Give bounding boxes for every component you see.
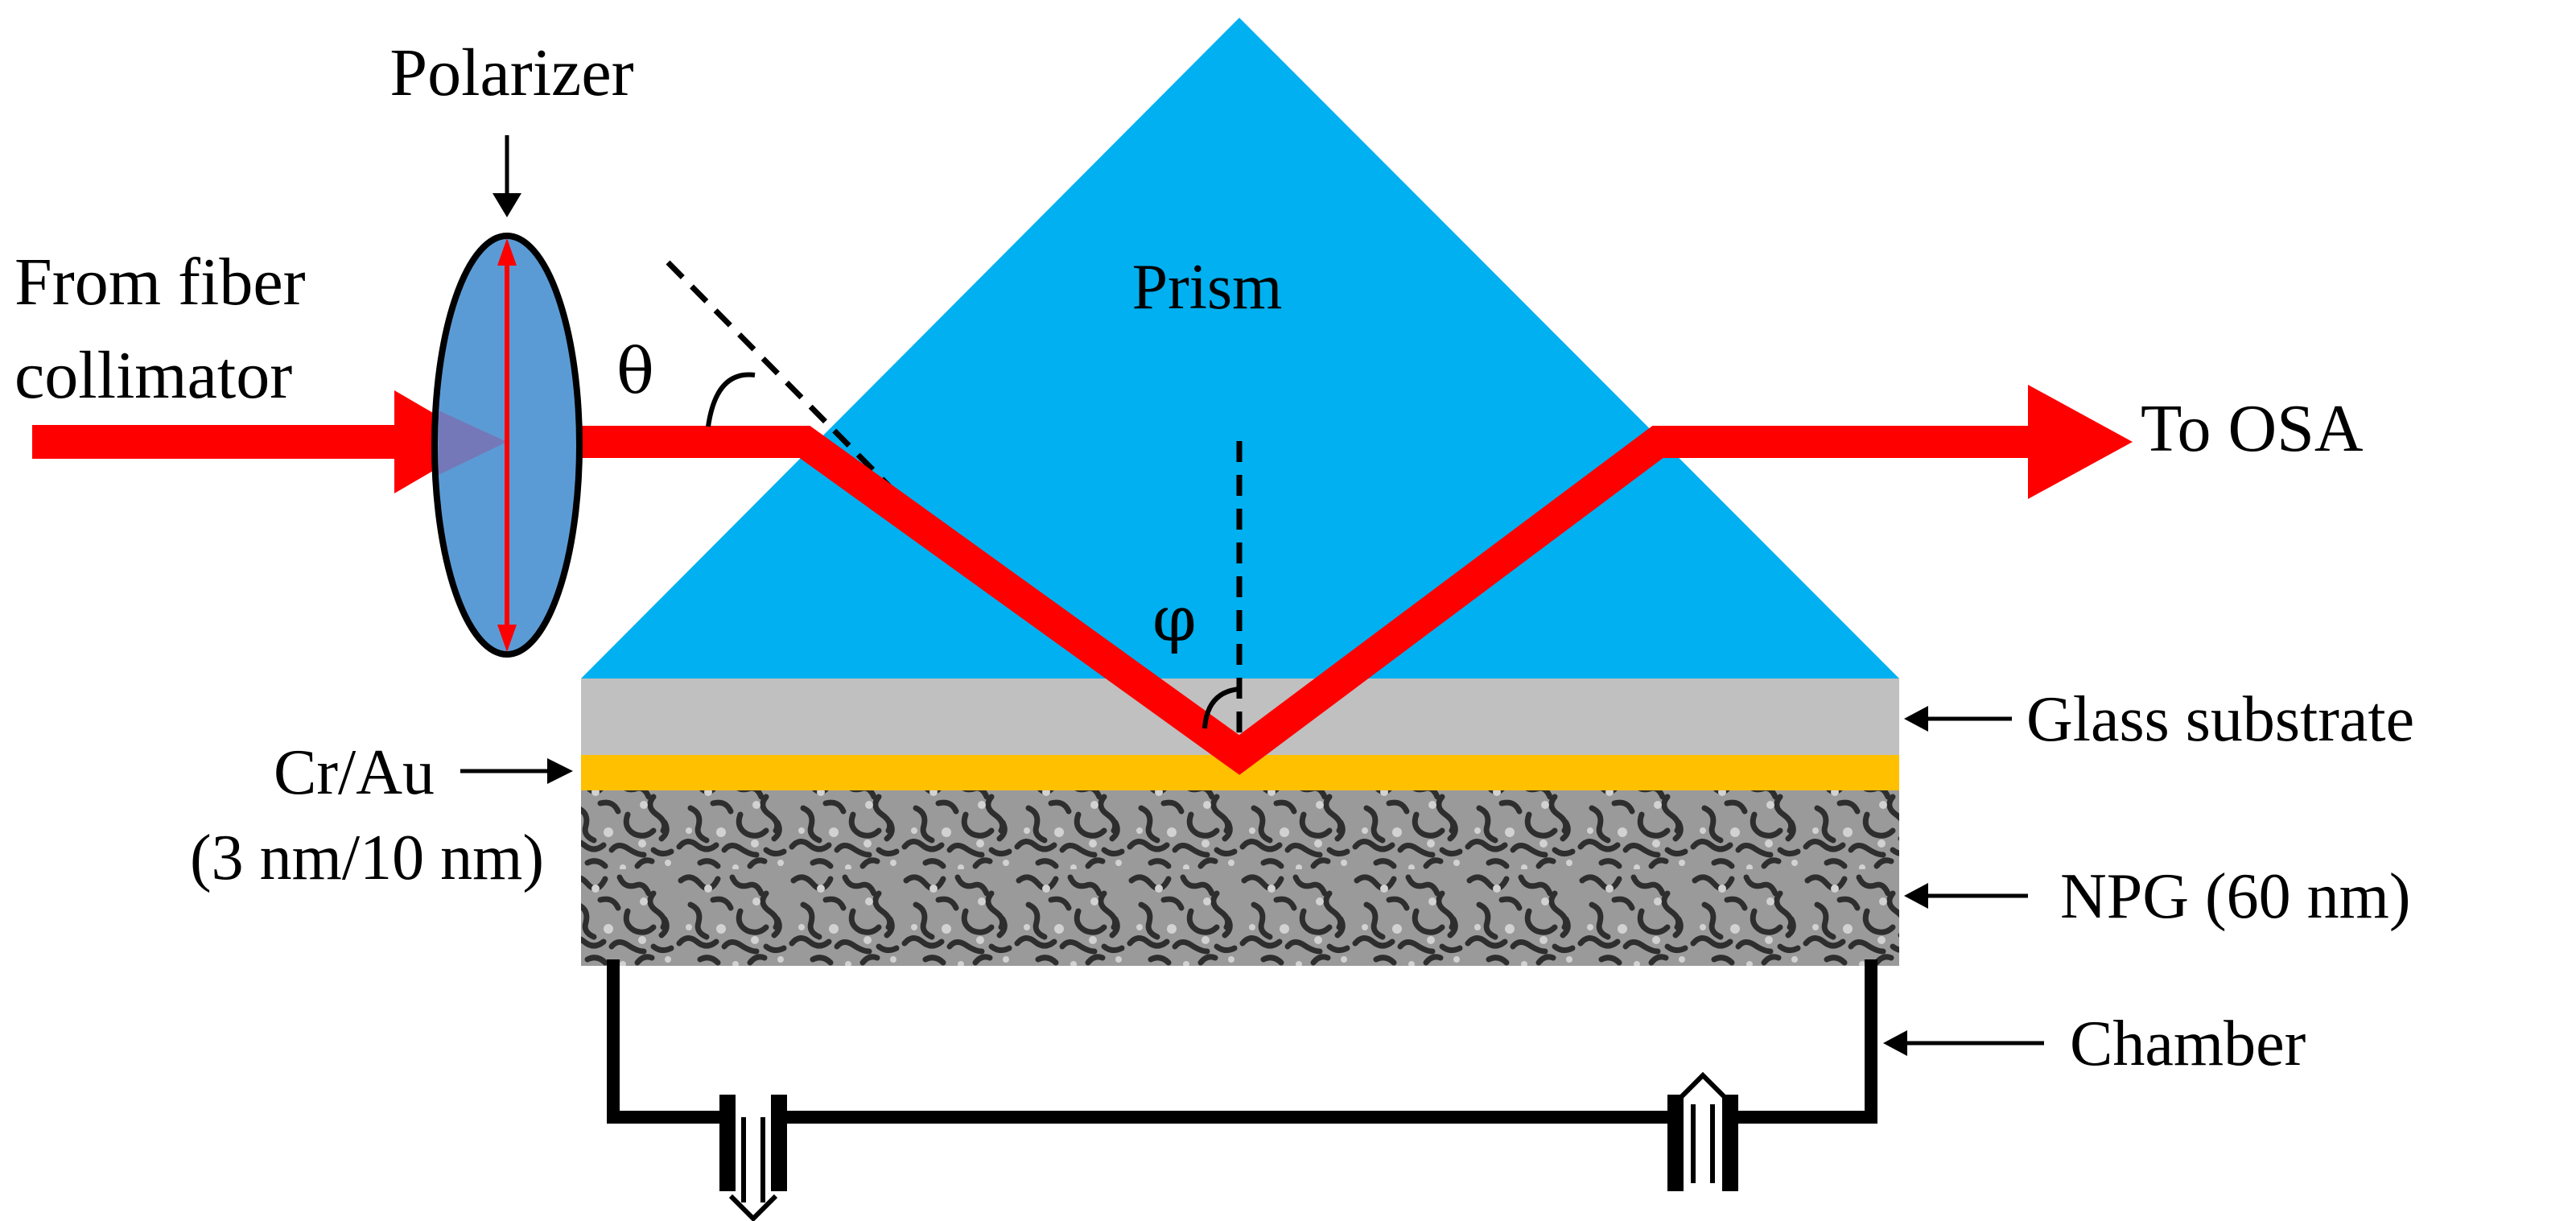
chamber-label: Chamber [2070,1009,2306,1079]
beam-through-polarizer [439,410,507,475]
prism-label: Prism [1132,252,1283,323]
crau-label-line1: Cr/Au [274,737,435,808]
crau-label-line2: (3 nm/10 nm) [190,823,544,893]
output-label: To OSA [2141,391,2364,466]
output-beam-arrowhead-icon [2028,385,2133,499]
npg-pointer-arrowhead-icon [1904,883,1928,909]
input-beam [32,425,402,459]
npg-layer [581,790,1899,966]
chamber-outline [607,959,1877,1124]
theta-angle-arc [706,372,756,427]
source-label-line2: collimator [14,338,292,413]
chamber-inlet-outlet-plates [719,1095,1738,1191]
polarizer-pointer-arrowhead-icon [493,193,521,217]
inlet-arrow-icon [1678,1071,1728,1183]
glass-substrate-label: Glass substrate [2026,684,2414,755]
outlet-arrow-icon [728,1117,778,1221]
phi-angle-arc [1202,687,1240,729]
npg-label: NPG (60 nm) [2060,861,2411,932]
polarization-axis-icon [497,238,517,652]
polarizer-label: Polarizer [389,35,633,110]
beam-path-in-prism [451,426,2060,775]
glass-pointer-arrowhead-icon [1904,706,1928,732]
crau-pointer-arrowhead-icon [547,758,573,784]
phi-label: φ [1152,584,1197,656]
source-label-line1: From fiber [14,245,306,320]
chamber-pointer-arrowhead-icon [1883,1030,1907,1056]
theta-label: θ [616,336,654,408]
